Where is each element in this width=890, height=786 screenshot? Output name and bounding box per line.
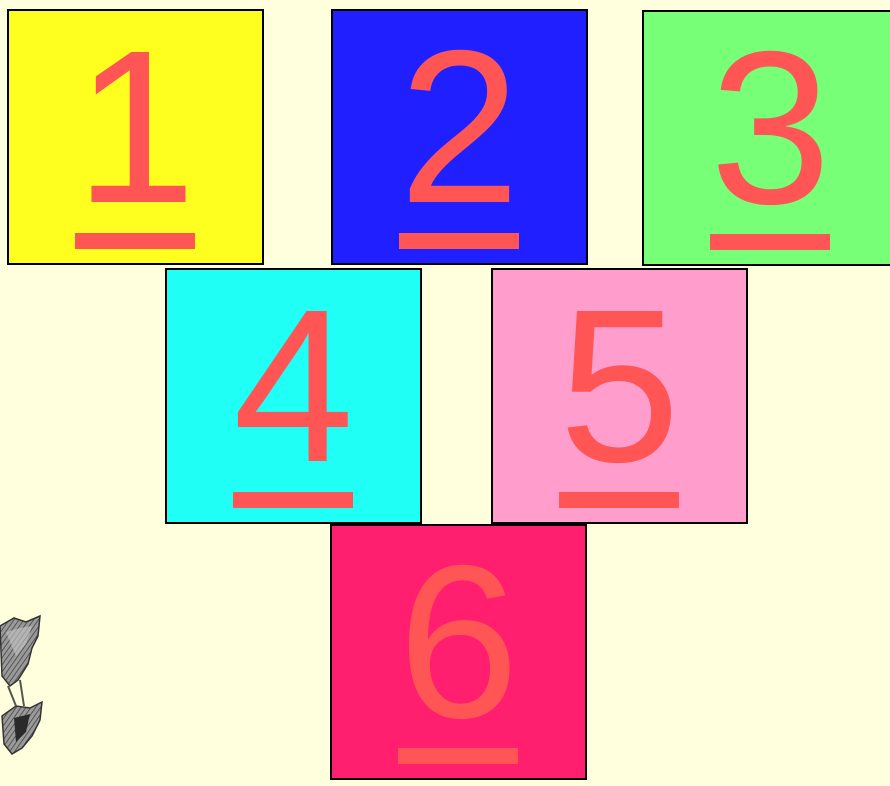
tile-3-underline <box>710 234 830 250</box>
tile-5-underline <box>559 492 679 508</box>
tile-6-link[interactable]: 6 <box>330 524 587 780</box>
tile-6-underline <box>398 748 518 764</box>
tile-6-number: 6 <box>332 534 585 752</box>
grey-sketch-clipart-icon <box>0 596 46 786</box>
tile-1-link[interactable]: 1 <box>7 9 264 265</box>
tile-5-link[interactable]: 5 <box>491 268 748 524</box>
tile-1-number: 1 <box>9 19 262 237</box>
tile-2-link[interactable]: 2 <box>331 9 588 265</box>
tile-3-link[interactable]: 3 <box>642 10 890 266</box>
tile-4-number: 4 <box>167 278 420 496</box>
tile-1-underline <box>75 233 195 249</box>
tile-2-number: 2 <box>333 19 586 237</box>
tile-5-number: 5 <box>493 278 746 496</box>
tile-4-underline <box>233 492 353 508</box>
tile-3-number: 3 <box>644 20 890 238</box>
tile-2-underline <box>399 233 519 249</box>
tile-4-link[interactable]: 4 <box>165 268 422 524</box>
